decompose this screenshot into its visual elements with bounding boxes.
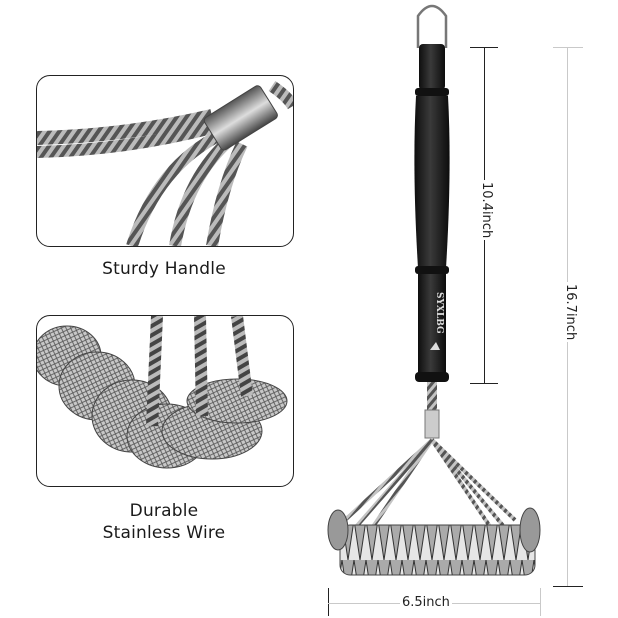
twisted-wire-illustration — [37, 81, 293, 246]
brand-label: SYXLBG — [434, 292, 444, 334]
brand-logo-icon — [430, 342, 440, 350]
grill-brush-product-image: SYXLBG — [327, 4, 541, 576]
feature-image-sturdy-handle — [36, 75, 294, 247]
feature-image-stainless-wire — [36, 315, 294, 487]
bristle-head — [339, 524, 536, 576]
caption-durable-stainless-wire: Durable Stainless Wire — [102, 501, 226, 543]
hanging-ring — [416, 4, 448, 48]
handle: SYXLBG — [414, 44, 450, 382]
bristle-coil-illustration — [37, 316, 288, 469]
caption-sturdy-handle: Sturdy Handle — [102, 259, 226, 279]
